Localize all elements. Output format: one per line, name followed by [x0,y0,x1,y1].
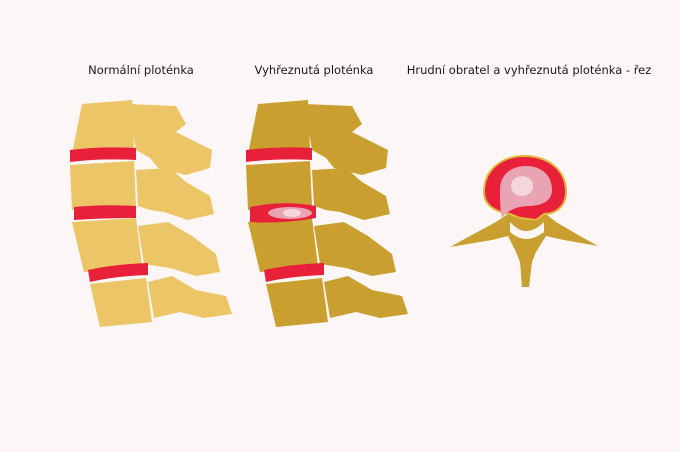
caption-cross-section: Hrudní obratel a vyhřeznutá ploténka - ř… [406,63,652,77]
normal-spine [70,100,232,327]
spinal-canal [510,222,544,239]
caption-herniated-disc: Vyhřeznutá ploténka [254,63,374,77]
vertebra-cross-section [450,154,598,287]
herniated-spine [246,100,408,327]
normal-disc-lower [88,263,148,282]
herniated-disc-upper [246,147,312,162]
normal-disc-upper [70,147,136,162]
herniated-nucleus-core [283,209,301,217]
caption-normal-disc: Normální ploténka [88,63,194,77]
herniated-disc-lower [264,263,324,282]
vertebral-processes [450,214,598,287]
normal-disc-middle [74,205,136,220]
cross-section-nucleus-core [511,176,533,196]
